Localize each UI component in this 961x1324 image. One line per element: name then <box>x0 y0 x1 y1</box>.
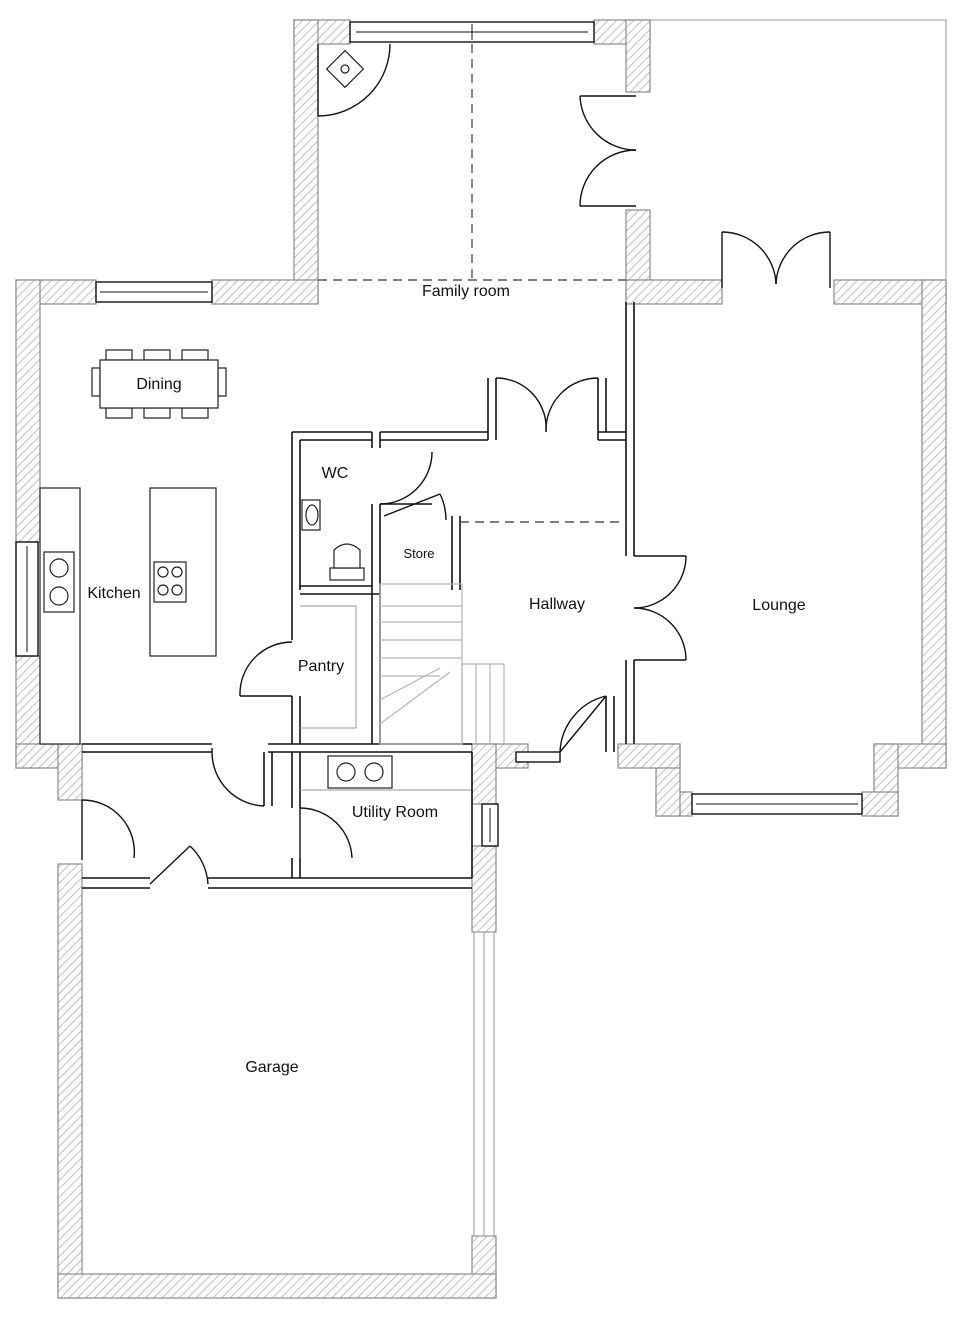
room-label-garage: Garage <box>245 1059 298 1076</box>
room-label-lounge: Lounge <box>752 597 805 614</box>
room-label-hallway: Hallway <box>529 596 585 613</box>
zone-lines <box>318 44 626 523</box>
room-label-kitchen: Kitchen <box>87 585 140 602</box>
staircase <box>379 583 505 745</box>
dining-table <box>91 349 227 419</box>
room-label-utility-room: Utility Room <box>352 804 438 821</box>
room-label-family-room: Family room <box>422 283 510 300</box>
room-label-store: Store <box>403 546 434 561</box>
utility-sink <box>327 755 393 789</box>
exterior-walls <box>15 19 947 1299</box>
room-label-dining: Dining <box>136 376 181 393</box>
boiler <box>325 49 365 89</box>
room-label-pantry: Pantry <box>298 658 344 675</box>
windows <box>15 21 863 847</box>
terrace-outline <box>650 19 947 280</box>
wc-fixtures <box>301 499 365 581</box>
garage-door <box>473 931 495 1237</box>
doors <box>81 43 831 885</box>
kitchen-counter <box>39 487 81 745</box>
kitchen-island <box>149 487 217 657</box>
room-label-wc: WC <box>322 465 349 482</box>
